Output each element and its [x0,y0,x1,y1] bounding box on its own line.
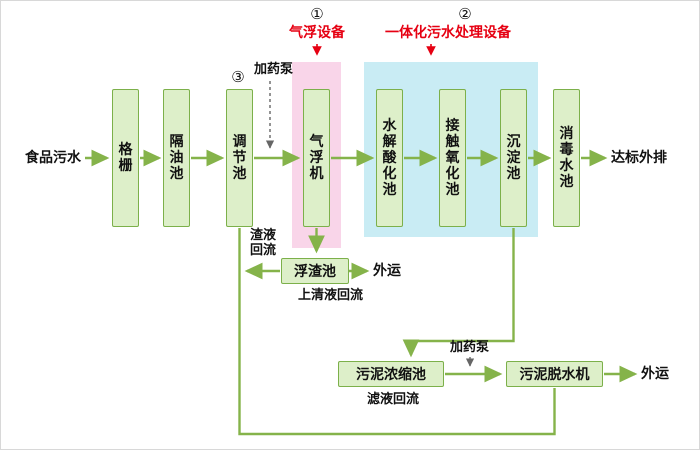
tank-disinfection: 消毒水池 [553,89,580,227]
circled-number-1: ① [310,5,324,23]
outflow-label: 达标外排 [611,150,667,166]
filtrate-return-label: 滤液回流 [367,392,420,407]
tank-sludge-dewatering: 污泥脱水机 [506,361,603,387]
tank-oil-separation-label: 隔油池 [169,133,184,183]
tank-sedimentation-label: 沉淀池 [506,133,521,183]
scum-return-label: 渣液回流 [249,228,276,258]
supernatant-return-label: 上清液回流 [298,288,364,303]
device-pointer-arrows [312,44,436,56]
circled-number-3: ③ [231,68,245,86]
tank-air-flotation: 气浮机 [303,89,330,227]
dosing-pump-2-label: 加药泵 [450,340,490,355]
tank-sludge-thickening: 污泥浓缩池 [338,361,444,387]
tank-grille-label: 格栅 [118,141,133,174]
tank-regulating: 调节池 [226,89,253,227]
device-label-air-flotation: 气浮设备 [289,25,345,41]
outbound-sludge-label: 外运 [641,366,669,382]
tank-sludge-dewatering-label: 污泥脱水机 [519,367,590,383]
tank-oil-separation: 隔油池 [163,89,190,227]
dosing-pump-1-label: 加药泵 [254,62,294,77]
scum-flow-arrows [244,228,370,280]
tank-hydrolysis-acidification: 水解酸化池 [376,89,403,227]
device-label-integrated-equipment: 一体化污水处理设备 [385,25,511,41]
inflow-label: 食品污水 [25,150,81,166]
tank-air-flotation-label: 气浮机 [309,133,324,183]
sludge-flow-arrows [402,228,638,383]
tank-scum-label: 浮渣池 [294,264,336,280]
tank-sludge-thickening-label: 污泥浓缩池 [356,367,426,383]
return-line [238,228,556,436]
tank-regulating-label: 调节池 [232,133,247,183]
tank-grille: 格栅 [112,89,139,227]
tank-sedimentation: 沉淀池 [500,89,527,227]
tank-contact-oxidation: 接触氧化池 [439,89,466,227]
outbound-scum-label: 外运 [373,263,401,279]
tank-hydrolysis-acidification-label: 水解酸化池 [382,117,397,199]
tank-scum: 浮渣池 [281,258,349,284]
circled-number-2: ② [458,5,472,23]
dosing-pump-arrows [265,81,475,367]
tank-disinfection-label: 消毒水池 [559,125,574,191]
tank-contact-oxidation-label: 接触氧化池 [445,117,460,199]
